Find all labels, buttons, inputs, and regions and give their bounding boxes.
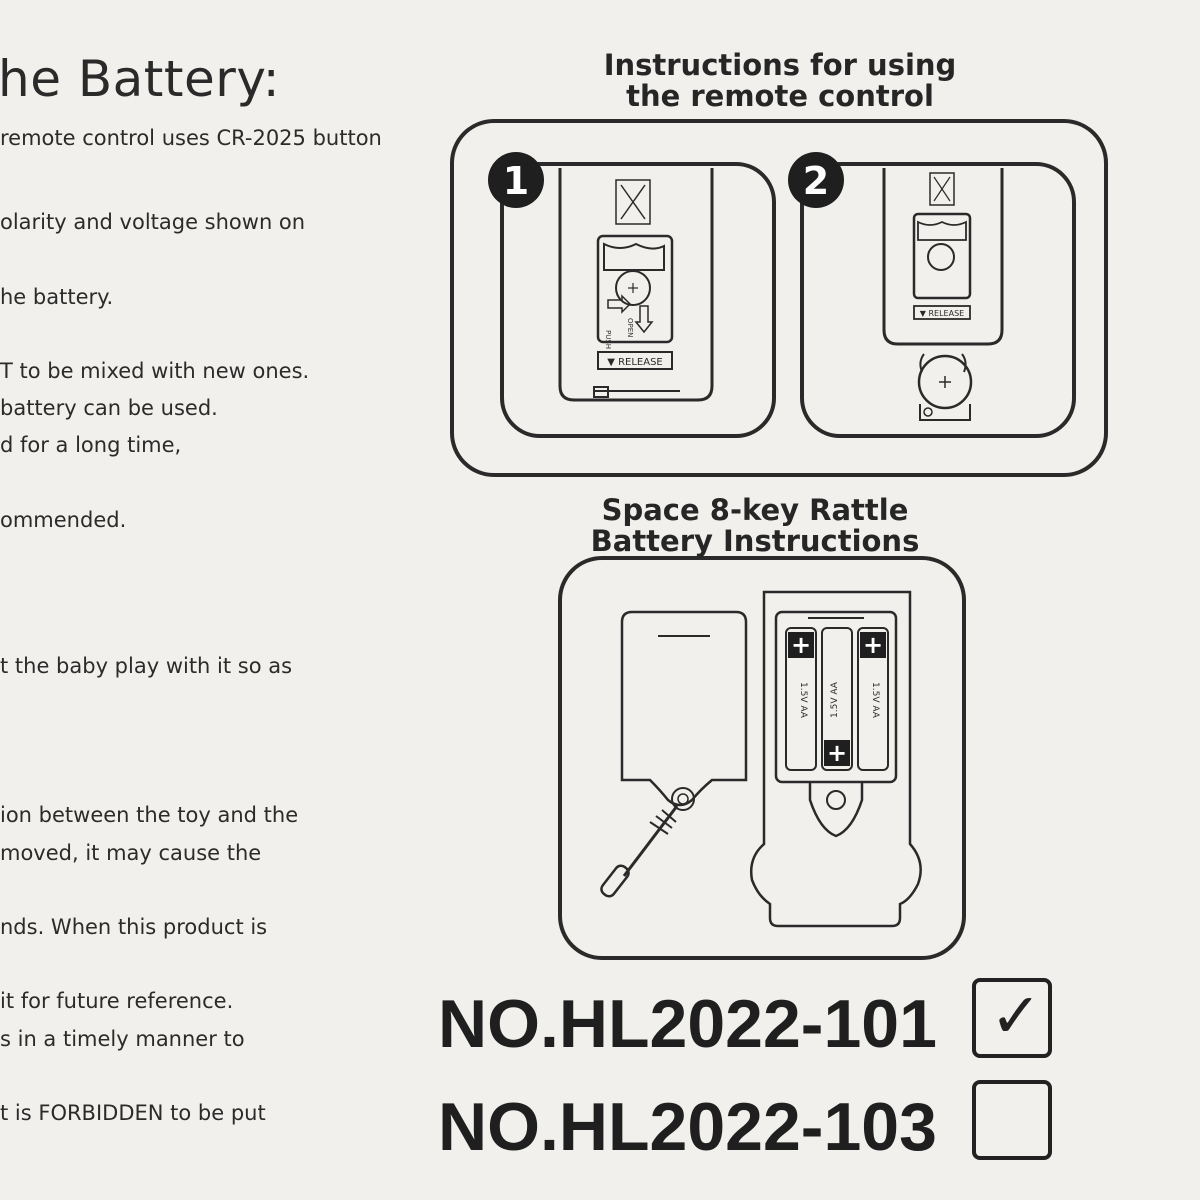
model-number-101: NO.HL2022-101: [438, 986, 937, 1062]
screwdriver-icon: [600, 805, 679, 898]
battery-text-line: ommended.: [0, 508, 127, 532]
battery-text-line: d for a long time,: [0, 433, 182, 457]
battery-text-line: moved, it may cause the: [0, 841, 262, 865]
battery-text-line: T to be mixed with new ones.: [0, 359, 310, 383]
plus-sign: +: [827, 739, 847, 767]
release-label: ▼ RELEASE: [920, 309, 964, 318]
battery-label: 1.5V AA: [830, 681, 840, 718]
model-number-103: NO.HL2022-103: [438, 1089, 937, 1165]
plus-sign: +: [863, 631, 883, 659]
battery-cover: [917, 354, 973, 410]
battery-text-line: s in a timely manner to: [0, 1027, 245, 1051]
checkmark-icon: ✓: [990, 979, 1042, 1052]
remote-diagram-frame: [450, 119, 1108, 477]
battery-text-line: remote control uses CR-2025 button: [0, 126, 382, 150]
model-101-checkbox[interactable]: ✓: [972, 978, 1052, 1058]
plus-sign: +: [791, 631, 811, 659]
battery-text-line: it for future reference.: [0, 989, 234, 1013]
coin-cell-battery: [615, 270, 651, 306]
remote-instructions-title: Instructions for using the remote contro…: [560, 50, 1000, 112]
model-103-checkbox[interactable]: [972, 1080, 1052, 1160]
remote-title-line2: the remote control: [626, 79, 934, 113]
push-label: PUSH: [604, 330, 612, 349]
battery-text-line: t the baby play with it so as: [0, 654, 293, 678]
step1-badge: [488, 152, 544, 208]
step2-badge: [788, 152, 844, 208]
battery-label: 1.5V AA: [870, 682, 880, 719]
rattle-instructions-title: Space 8-key Rattle Battery Instructions: [560, 495, 950, 557]
rattle-diagram-frame: [558, 556, 966, 960]
battery-heading: he Battery:: [0, 50, 281, 108]
coin-cell-battery: [927, 243, 955, 271]
recycle-bin-icon: [929, 172, 955, 206]
rattle-title-line1: Space 8-key Rattle: [601, 493, 909, 527]
remote-step1-panel: PUSH OPEN ▼ RELEASE 1: [488, 152, 776, 438]
battery-text-line: he battery.: [0, 285, 114, 309]
recycle-bin-icon: [615, 179, 651, 225]
rattle-body: 1.5V AA 1.5V AA 1.5V AA + + +: [750, 590, 922, 928]
battery-label: 1.5V AA: [798, 682, 808, 719]
step2-number: 2: [803, 159, 829, 203]
battery-text-line: t is FORBIDDEN to be put: [0, 1101, 266, 1125]
release-label: ▼ RELEASE: [607, 357, 663, 368]
step1-number: 1: [503, 159, 529, 203]
remote-step2-panel: ▼ RELEASE 2: [788, 152, 1076, 438]
battery-text-line: battery can be used.: [0, 396, 218, 420]
rattle-title-line2: Battery Instructions: [590, 524, 920, 558]
battery-text-line: olarity and voltage shown on: [0, 210, 306, 234]
aa-battery: [857, 627, 889, 771]
battery-text-line: ion between the toy and the: [0, 803, 299, 827]
rattle-battery-cover: [620, 610, 748, 811]
open-label: OPEN: [626, 318, 634, 337]
aa-battery: [821, 627, 853, 771]
battery-text-line: nds. When this product is: [0, 915, 268, 939]
aa-battery: [785, 627, 817, 771]
remote-title-line1: Instructions for using: [603, 48, 957, 82]
